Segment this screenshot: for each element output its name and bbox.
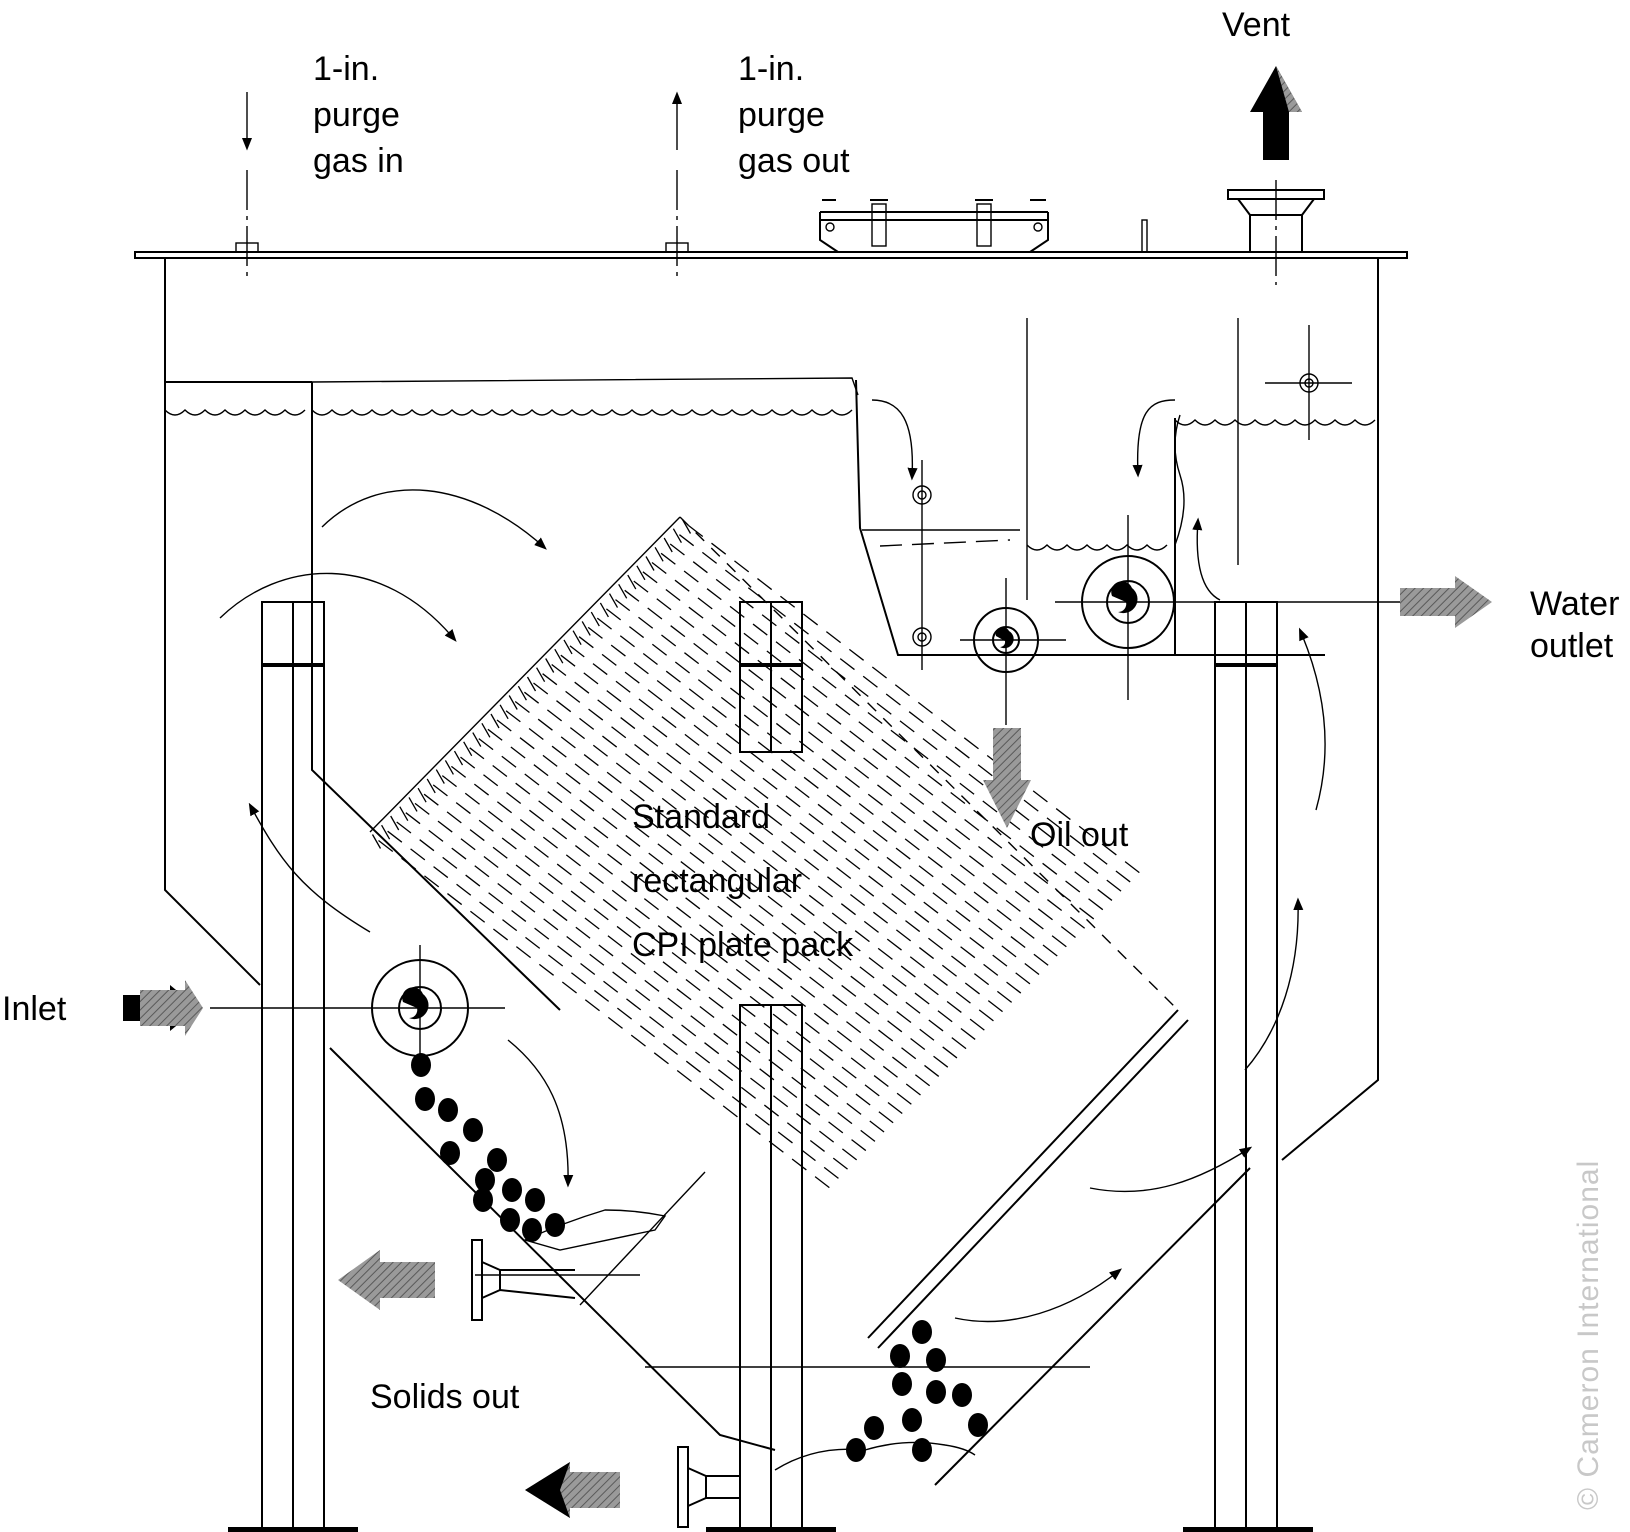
plate-tick bbox=[645, 556, 655, 571]
plate-slat bbox=[615, 599, 1069, 949]
plate-tick bbox=[453, 750, 464, 766]
plate-pack-label: Standard rectangular CPI plate pack bbox=[632, 798, 854, 964]
water-outlet-label: Water outlet bbox=[1530, 585, 1629, 665]
plate-tick bbox=[654, 546, 664, 562]
plate-slat bbox=[660, 552, 1114, 903]
plate-slat bbox=[578, 636, 1032, 986]
plate-slat bbox=[496, 719, 950, 1070]
plate-tick bbox=[408, 797, 418, 812]
plate-slat bbox=[514, 700, 969, 1051]
support-legs bbox=[228, 601, 1313, 1532]
plate-tick bbox=[572, 630, 582, 646]
tank-shell bbox=[164, 258, 1379, 1486]
solids-out-arrow-lower bbox=[525, 1462, 620, 1518]
plate-slat bbox=[606, 608, 1060, 958]
inlet-nozzle bbox=[210, 945, 505, 1070]
plate-tick bbox=[663, 537, 673, 553]
plate-slat bbox=[587, 626, 1042, 977]
plate-tick bbox=[581, 621, 591, 636]
tank-cover bbox=[134, 66, 1408, 285]
plate-slat bbox=[551, 663, 1005, 1014]
solids-outlet-upper bbox=[471, 1239, 576, 1321]
plate-slat bbox=[405, 812, 859, 1162]
plate-tick bbox=[627, 574, 637, 590]
solids-out-arrow-upper bbox=[338, 1250, 435, 1310]
plate-slat bbox=[414, 802, 868, 1153]
plate-slat bbox=[542, 673, 996, 1023]
plate-tick bbox=[417, 787, 427, 803]
plate-tick bbox=[636, 565, 646, 581]
cover-hatch bbox=[819, 199, 1049, 253]
flow-arrows bbox=[219, 399, 1326, 1323]
plate-slat bbox=[651, 561, 1105, 912]
plate-tick bbox=[563, 639, 573, 655]
water-outlet-arrow bbox=[1400, 576, 1492, 628]
plate-tick bbox=[381, 824, 391, 840]
copyright-watermark: © Cameron International bbox=[1572, 1160, 1605, 1510]
plate-slat bbox=[669, 543, 1124, 893]
solids-out-label: Solids out bbox=[370, 1378, 520, 1416]
plate-tick bbox=[472, 732, 482, 747]
plate-tick bbox=[554, 648, 564, 664]
plate-slat bbox=[441, 775, 896, 1125]
oil-out-arrow bbox=[983, 728, 1031, 828]
plate-slat bbox=[432, 784, 887, 1134]
plate-tick bbox=[590, 611, 600, 627]
purge-gas-in-label: 1-in. purge gas in bbox=[313, 50, 409, 180]
plate-tick bbox=[599, 602, 609, 618]
plate-slat bbox=[624, 589, 1078, 940]
water-outlet-nozzle bbox=[1055, 515, 1420, 700]
plate-slat bbox=[387, 830, 841, 1181]
plate-tick bbox=[618, 583, 628, 599]
purge-gas-out-label: 1-in. purge gas out bbox=[738, 50, 850, 180]
plate-slat bbox=[596, 617, 1051, 968]
plate-tick bbox=[490, 713, 500, 729]
plate-slat bbox=[478, 738, 932, 1088]
plate-tick bbox=[435, 769, 445, 784]
vent-arrow bbox=[1250, 66, 1302, 160]
plate-slat bbox=[688, 524, 1142, 875]
plate-slat bbox=[569, 645, 1023, 995]
plate-slat bbox=[487, 728, 941, 1079]
plate-slat bbox=[451, 765, 905, 1116]
plate-slat bbox=[378, 839, 832, 1190]
solids-particles bbox=[411, 1053, 988, 1462]
plate-tick bbox=[517, 685, 527, 701]
vent-nozzle bbox=[1227, 180, 1325, 285]
plate-slat bbox=[524, 691, 978, 1042]
plate-tick bbox=[545, 658, 555, 673]
plate-slat bbox=[396, 821, 850, 1171]
plate-slat bbox=[505, 710, 959, 1060]
plate-slat bbox=[460, 756, 914, 1107]
plate-tick bbox=[426, 778, 436, 794]
plate-slat bbox=[560, 654, 1014, 1005]
plate-tick bbox=[390, 815, 400, 831]
oil-outlet-nozzle bbox=[960, 578, 1066, 725]
plate-slat bbox=[533, 682, 987, 1032]
plate-tick bbox=[681, 519, 692, 534]
plate-slat bbox=[679, 534, 1133, 884]
plate-tick bbox=[371, 834, 382, 849]
plate-slat bbox=[642, 571, 1096, 921]
plate-tick bbox=[399, 806, 409, 822]
cpi-plate-pack bbox=[369, 516, 1189, 1349]
plate-tick bbox=[526, 676, 537, 692]
plate-slat bbox=[469, 747, 923, 1097]
vent-label: Vent bbox=[1222, 6, 1291, 44]
oil-out-label: Oil out bbox=[1030, 816, 1129, 854]
plate-slat bbox=[633, 580, 1087, 931]
plate-tick bbox=[463, 741, 473, 757]
plate-tick bbox=[499, 704, 509, 720]
inlet-arrow bbox=[123, 980, 203, 1036]
plate-tick bbox=[672, 528, 682, 544]
plate-tick bbox=[608, 593, 619, 608]
plate-tick bbox=[508, 695, 518, 710]
plate-tick bbox=[536, 667, 546, 683]
plate-slat bbox=[423, 793, 877, 1144]
inlet-label: Inlet bbox=[2, 990, 67, 1028]
plate-tick bbox=[444, 760, 454, 775]
plate-tick bbox=[481, 722, 491, 738]
solids-outlet-lower bbox=[677, 1446, 740, 1528]
